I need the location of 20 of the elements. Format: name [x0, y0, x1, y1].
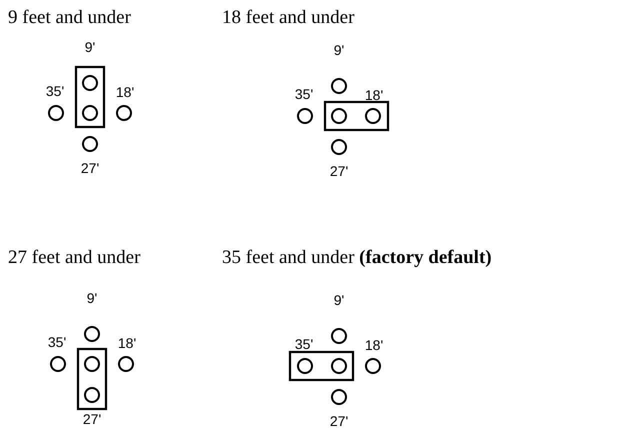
- pin-label: 27': [330, 413, 348, 429]
- pin-label: 9': [334, 292, 344, 308]
- pin-label: 27': [80, 160, 100, 176]
- setting-title: 35 feet and under (factory default): [222, 247, 492, 269]
- pin-label: 9': [334, 42, 344, 58]
- pin-label: 35': [46, 83, 64, 99]
- pin-label: 18': [118, 335, 136, 351]
- pin-label: 27': [82, 411, 102, 427]
- setting-title: 9 feet and under: [8, 7, 131, 29]
- pin-label: 35': [294, 86, 314, 102]
- pin-label: 9': [84, 39, 96, 55]
- setting-title: 27 feet and under: [8, 247, 140, 269]
- pin-label: 35': [48, 334, 66, 350]
- pin-label: 18': [364, 87, 384, 103]
- pin-label: 18': [116, 84, 134, 100]
- setting-title: 18 feet and under: [222, 7, 354, 29]
- pin-label: 18': [364, 337, 384, 353]
- pin-label: 9': [86, 290, 98, 306]
- pin-label: 35': [294, 336, 314, 352]
- pin-label: 27': [330, 163, 348, 179]
